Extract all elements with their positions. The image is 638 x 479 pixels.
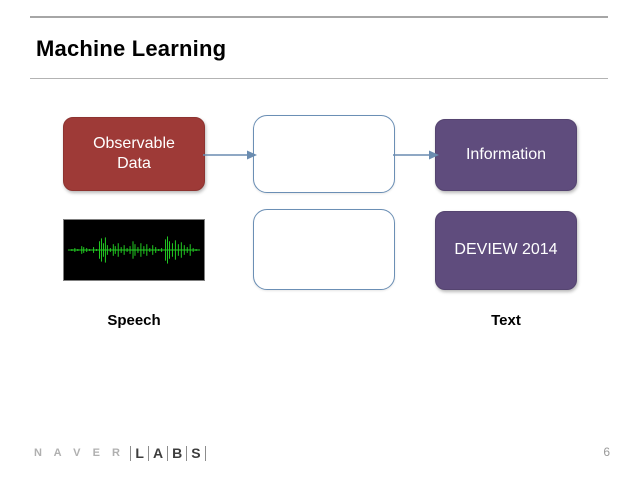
logo-naver-wordmark: N A V E R bbox=[34, 447, 125, 459]
logo-letter-b: B bbox=[172, 445, 183, 461]
page-number: 6 bbox=[603, 445, 610, 459]
diagram-node-information[interactable]: Information bbox=[435, 119, 577, 191]
diagram-node-speech-waveform[interactable] bbox=[63, 219, 205, 281]
arrow-observable-to-middle-icon bbox=[203, 150, 257, 160]
arrow-middle-to-information-icon bbox=[393, 150, 439, 160]
diagram-node-deview[interactable]: DEVIEW 2014 bbox=[435, 211, 577, 290]
header-bottom-rule bbox=[30, 78, 608, 79]
diagram-node-middle-top[interactable] bbox=[253, 115, 395, 193]
logo-letter-l: L bbox=[135, 445, 144, 461]
logo-divider-3 bbox=[186, 445, 188, 461]
diagram-node-middle-bottom[interactable] bbox=[253, 209, 395, 290]
logo-divider-4 bbox=[204, 445, 206, 461]
logo-divider-2 bbox=[167, 445, 169, 461]
logo-labs-wordmark: L A B S bbox=[126, 445, 209, 461]
page-title: Machine Learning bbox=[36, 36, 227, 61]
caption-speech: Speech bbox=[107, 312, 161, 329]
logo-letter-s: S bbox=[191, 445, 201, 461]
diagram-node-deview-label: DEVIEW 2014 bbox=[454, 241, 558, 258]
diagram-node-observable-data[interactable]: Observable Data bbox=[63, 117, 205, 191]
header-top-rule bbox=[30, 16, 608, 18]
logo-divider-0 bbox=[130, 445, 132, 461]
diagram-node-information-label: Information bbox=[465, 146, 547, 163]
naver-labs-logo: N A V E R L A B S bbox=[34, 443, 210, 463]
observable-label-line2: Data bbox=[117, 155, 151, 172]
audio-waveform-icon bbox=[64, 220, 204, 280]
logo-letter-a: A bbox=[152, 445, 164, 461]
logo-divider-1 bbox=[147, 445, 149, 461]
observable-label-line1: Observable bbox=[93, 135, 175, 152]
diagram-node-observable-data-label: Observable Data bbox=[93, 134, 175, 174]
caption-text: Text bbox=[491, 312, 521, 329]
